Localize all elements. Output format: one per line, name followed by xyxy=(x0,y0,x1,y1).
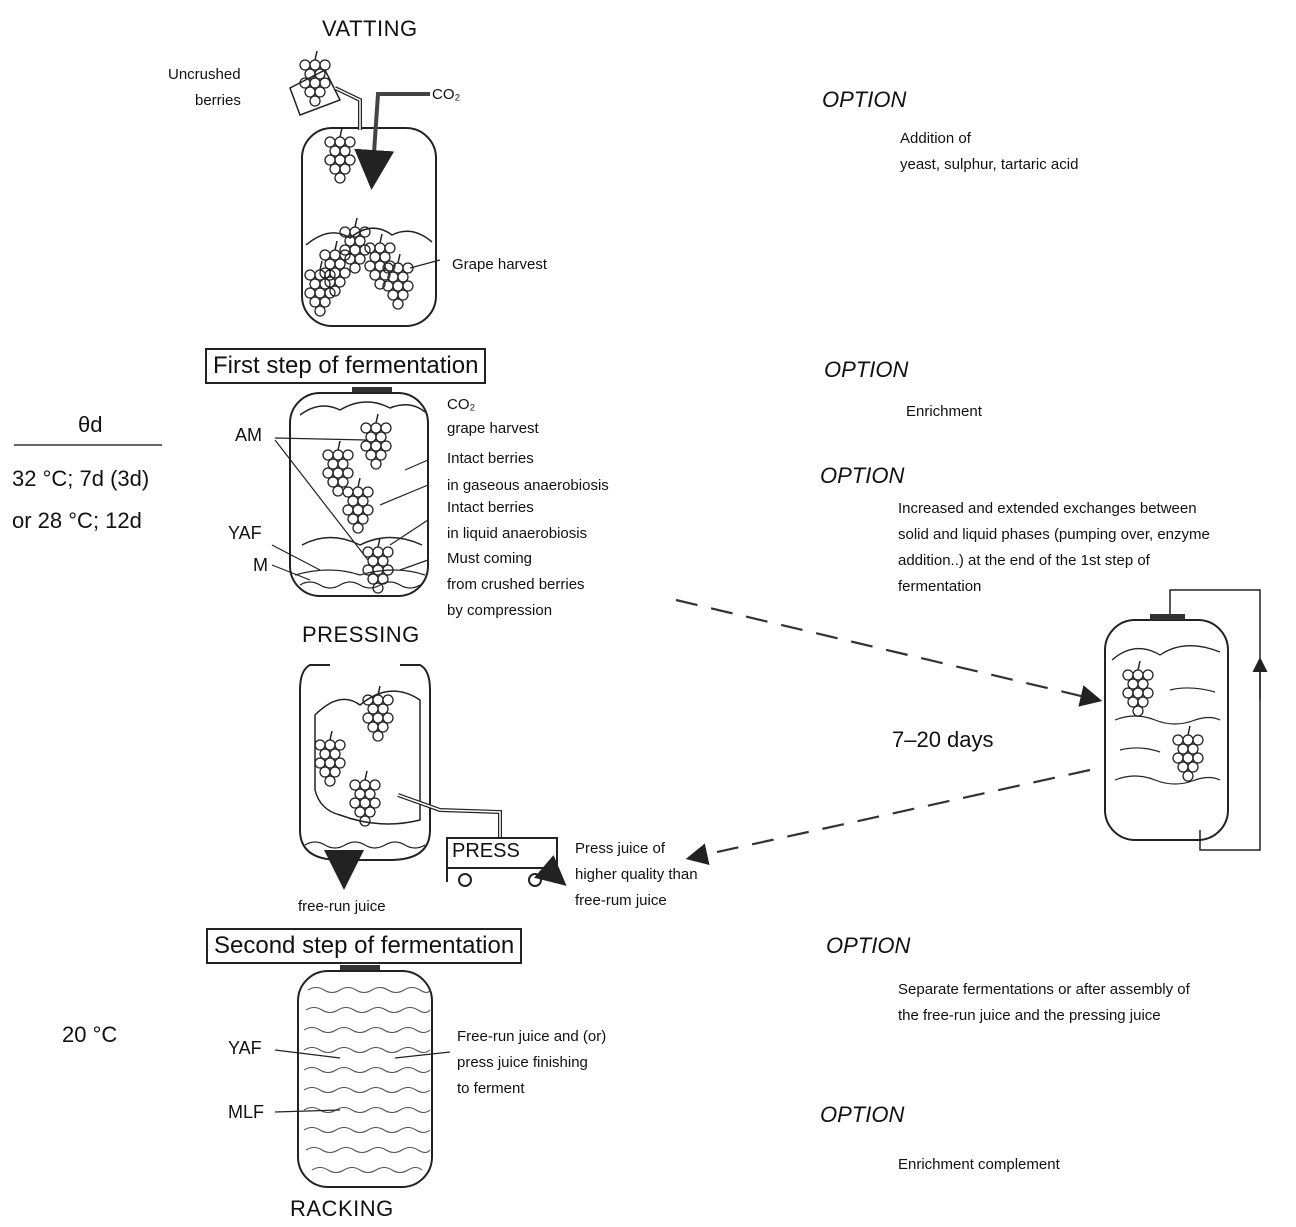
option-line: Enrichment xyxy=(906,403,982,420)
label-co2-top: CO₂ xyxy=(432,86,461,103)
option-line: fermentation xyxy=(898,578,982,595)
pressing-tank xyxy=(299,664,502,890)
stage-second-step: Second step of fermentation xyxy=(206,928,523,964)
co2-inlet-arrow xyxy=(354,92,430,190)
stage-pressing: PRESSING xyxy=(302,622,420,647)
label-must-1: Must coming xyxy=(447,550,533,567)
option-line: yeast, sulphur, tartaric acid xyxy=(900,156,1079,173)
label-finish-1: Free-run juice and (or) xyxy=(457,1028,607,1045)
label-intact-liq-2: in liquid anaerobiosis xyxy=(447,525,588,542)
stage-racking: RACKING xyxy=(290,1196,394,1221)
label-m: M xyxy=(253,555,268,575)
label-finish-3: to ferment xyxy=(457,1080,525,1097)
label-intact-liq-1: Intact berries xyxy=(447,499,534,516)
option-line: Separate fermentations or after assembly… xyxy=(898,981,1190,998)
dashed-arrow-to-tank xyxy=(675,598,1103,707)
label-theta: θd xyxy=(78,412,103,437)
press-machine xyxy=(446,837,567,887)
label-yaf-first: YAF xyxy=(228,523,262,543)
label-must-2: from crushed berries xyxy=(447,576,585,593)
option-title: OPTION xyxy=(824,357,909,382)
condition-second: 20 °C xyxy=(62,1022,118,1047)
option-title: OPTION xyxy=(822,87,907,112)
label-free-run: free-run juice xyxy=(298,898,386,915)
condition-first-2: or 28 °C; 12d xyxy=(12,508,142,533)
stage-press: PRESS xyxy=(452,840,520,862)
option-line: addition..) at the end of the 1st step o… xyxy=(898,552,1150,569)
first-step-tank xyxy=(271,387,429,597)
label-co2-first: CO₂ xyxy=(447,396,476,413)
label-press-juice-1: Press juice of xyxy=(575,840,666,857)
option-title: OPTION xyxy=(820,1102,905,1127)
vatting-tank xyxy=(301,127,441,327)
condition-days: 7–20 days xyxy=(892,727,994,752)
option-line: the free-run juice and the pressing juic… xyxy=(898,1007,1161,1024)
label-grape-harvest: Grape harvest xyxy=(452,256,548,273)
stage-vatting: VATTING xyxy=(322,16,418,41)
label-mlf: MLF xyxy=(228,1102,264,1122)
label-berries: berries xyxy=(195,92,241,109)
label-uncrushed: Uncrushed xyxy=(168,66,241,83)
pumping-over-tank xyxy=(1104,589,1268,851)
condition-first-1: 32 °C; 7d (3d) xyxy=(12,466,150,491)
label-press-juice-3: free-rum juice xyxy=(575,892,667,909)
option-line: Increased and extended exchanges between xyxy=(898,500,1197,517)
second-step-tank xyxy=(274,965,451,1188)
hopper-icon xyxy=(289,50,362,130)
label-grape-harvest-first: grape harvest xyxy=(447,420,539,437)
label-press-juice-2: higher quality than xyxy=(575,866,698,883)
option-title: OPTION xyxy=(820,463,905,488)
stage-first-step: First step of fermentation xyxy=(205,348,487,384)
option-line: Addition of xyxy=(900,130,971,147)
label-intact-gas-1: Intact berries xyxy=(447,450,534,467)
label-finish-2: press juice finishing xyxy=(457,1054,588,1071)
dashed-arrow-to-press xyxy=(685,768,1091,865)
label-intact-gas-2: in gaseous anaerobiosis xyxy=(447,477,609,494)
option-line: Enrichment complement xyxy=(898,1156,1060,1173)
option-line: solid and liquid phases (pumping over, e… xyxy=(898,526,1210,543)
label-yaf-second: YAF xyxy=(228,1038,262,1058)
label-must-3: by compression xyxy=(447,602,553,619)
option-title: OPTION xyxy=(826,933,911,958)
label-am: AM xyxy=(235,425,262,445)
